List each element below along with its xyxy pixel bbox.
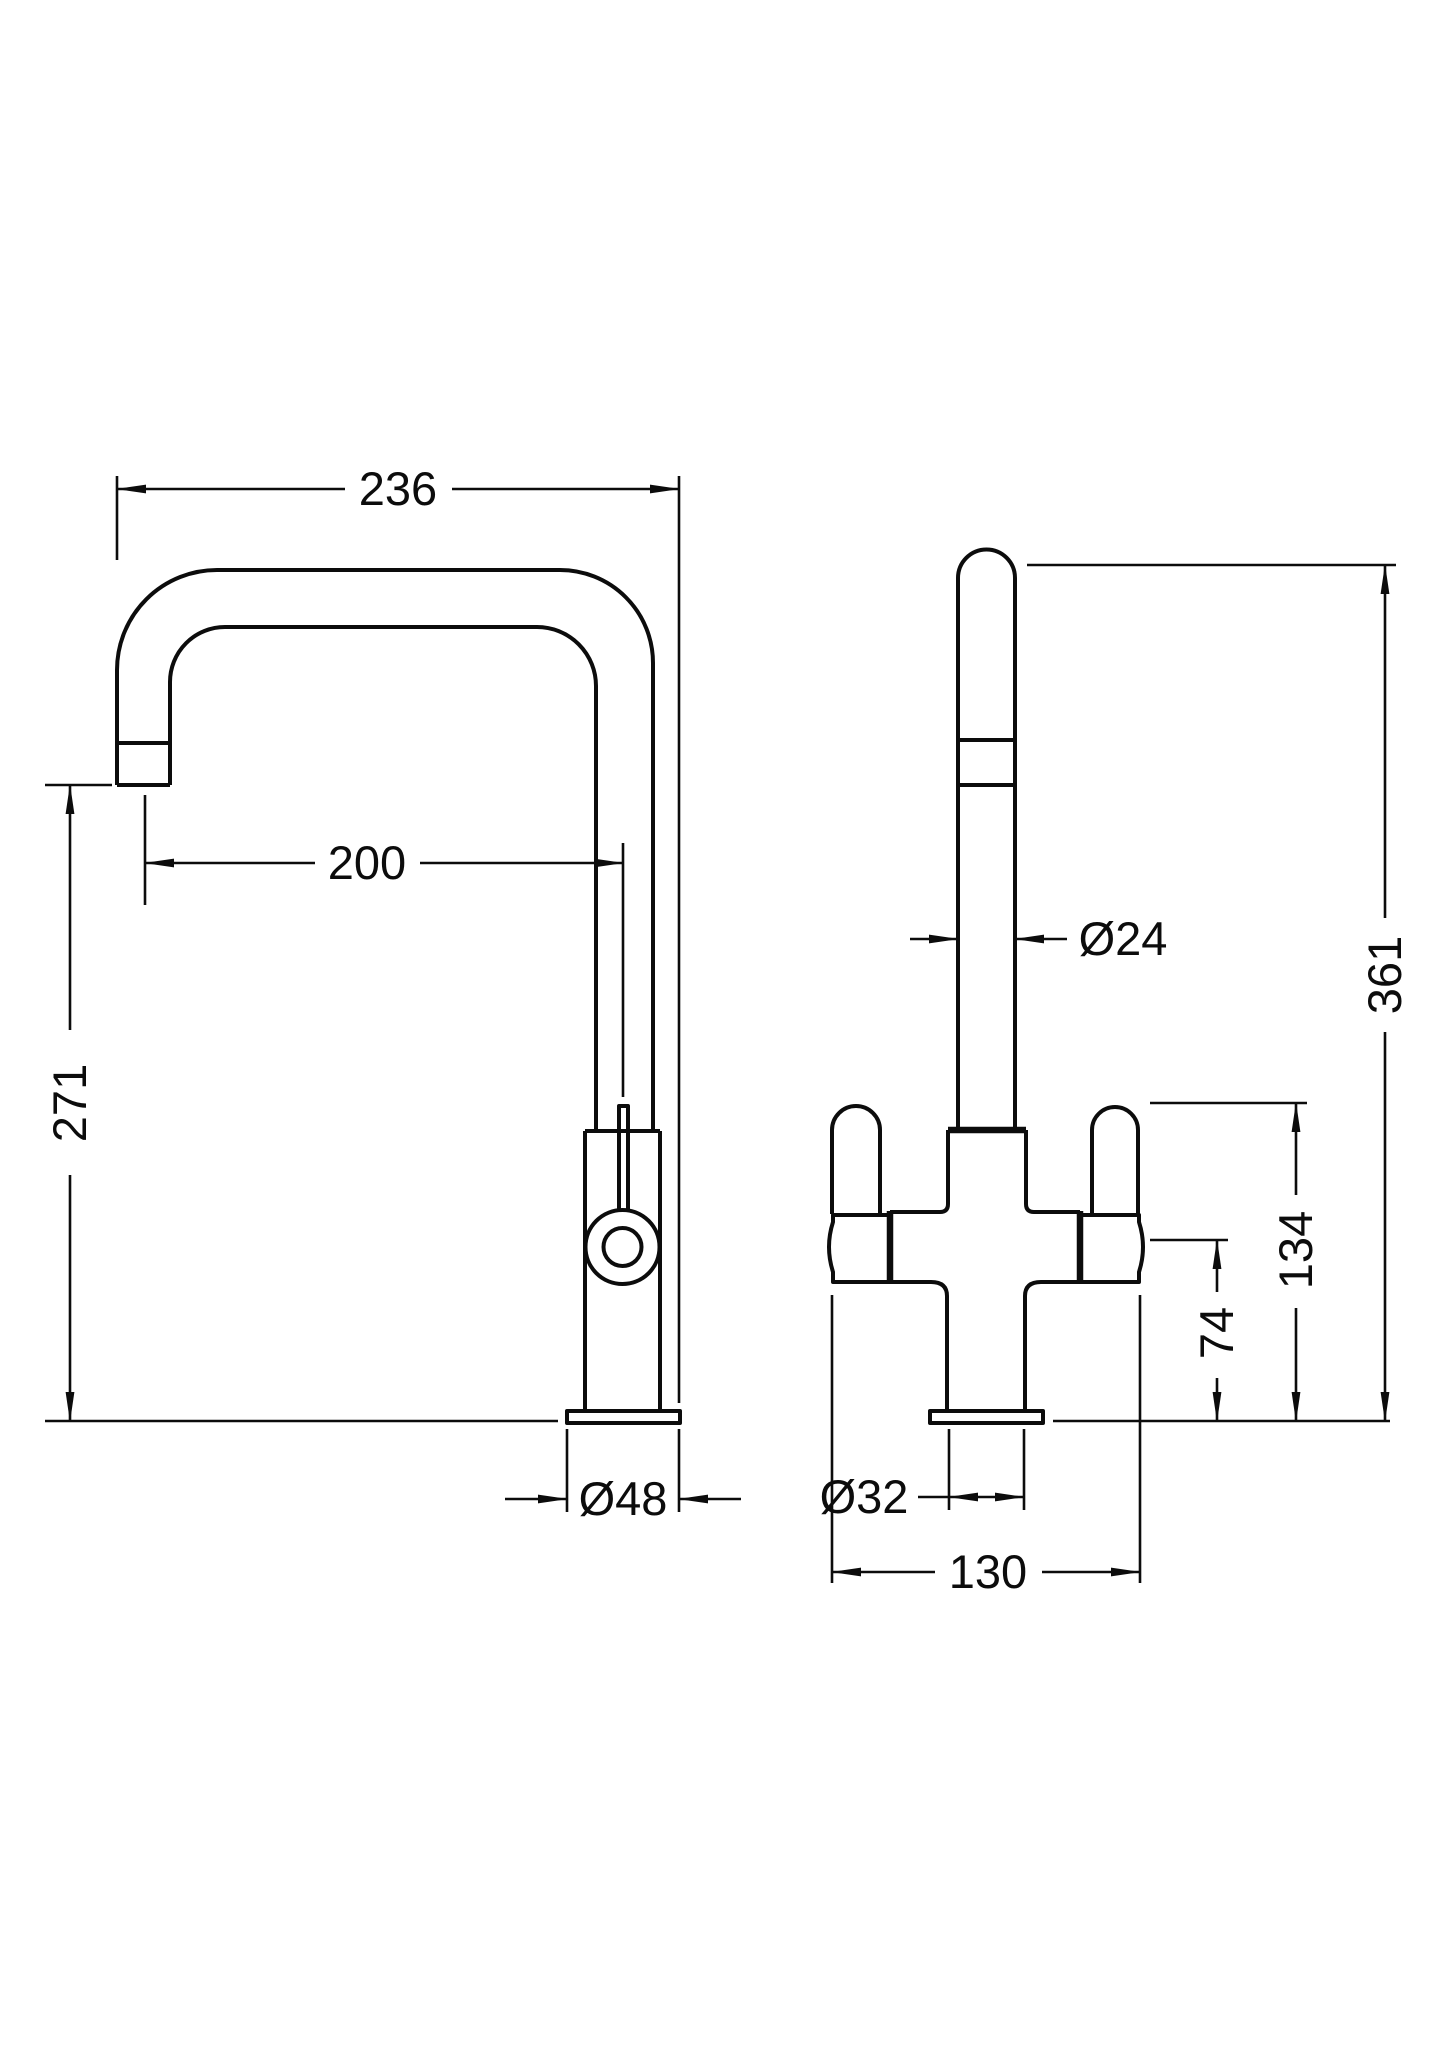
body-upper-left — [890, 1130, 950, 1214]
front-view — [827, 547, 1390, 1425]
dim-label-spout-diameter: Ø24 — [1079, 912, 1168, 965]
dim-label-spout-height: 271 — [43, 1064, 96, 1142]
body-upper-right — [1024, 1130, 1080, 1214]
spout-swivel-band — [958, 738, 1015, 787]
dim-label-handle-span: 130 — [949, 1545, 1027, 1598]
dim-label-body-diameter: Ø32 — [820, 1470, 909, 1523]
base-plate-front — [928, 1409, 1045, 1425]
base-plate-side — [565, 1409, 682, 1425]
spout-outer-profile — [115, 568, 655, 1131]
left-valve-block — [827, 1213, 890, 1284]
side-view — [45, 568, 682, 1425]
lever-pivot-inner — [601, 1226, 644, 1268]
dim-label-overall-height: 361 — [1358, 936, 1411, 1014]
body-lower-left — [890, 1280, 949, 1411]
spout-column — [956, 547, 1017, 1130]
spout-inner-profile — [168, 625, 598, 1131]
dim-label-base-diameter: Ø48 — [579, 1472, 668, 1525]
body-lower-right — [1023, 1280, 1080, 1411]
right-handle — [1090, 1105, 1140, 1214]
dim-label-spout-reach: 200 — [328, 836, 406, 889]
lever-pivot-outer — [583, 1208, 662, 1286]
lever-rod — [617, 1104, 630, 1211]
dim-label-overall-width: 236 — [359, 462, 437, 515]
dim-label-handle-top-height: 134 — [1269, 1211, 1322, 1289]
body-side — [583, 1129, 662, 1411]
right-valve-block — [1080, 1213, 1145, 1284]
left-handle — [830, 1104, 882, 1214]
front-view-dimensions: Ø24 361 134 74 Ø32 130 — [820, 563, 1411, 1598]
side-view-dimensions: 236 200 271 Ø48 — [43, 462, 741, 1525]
dim-label-body-center-height: 74 — [1190, 1307, 1243, 1359]
